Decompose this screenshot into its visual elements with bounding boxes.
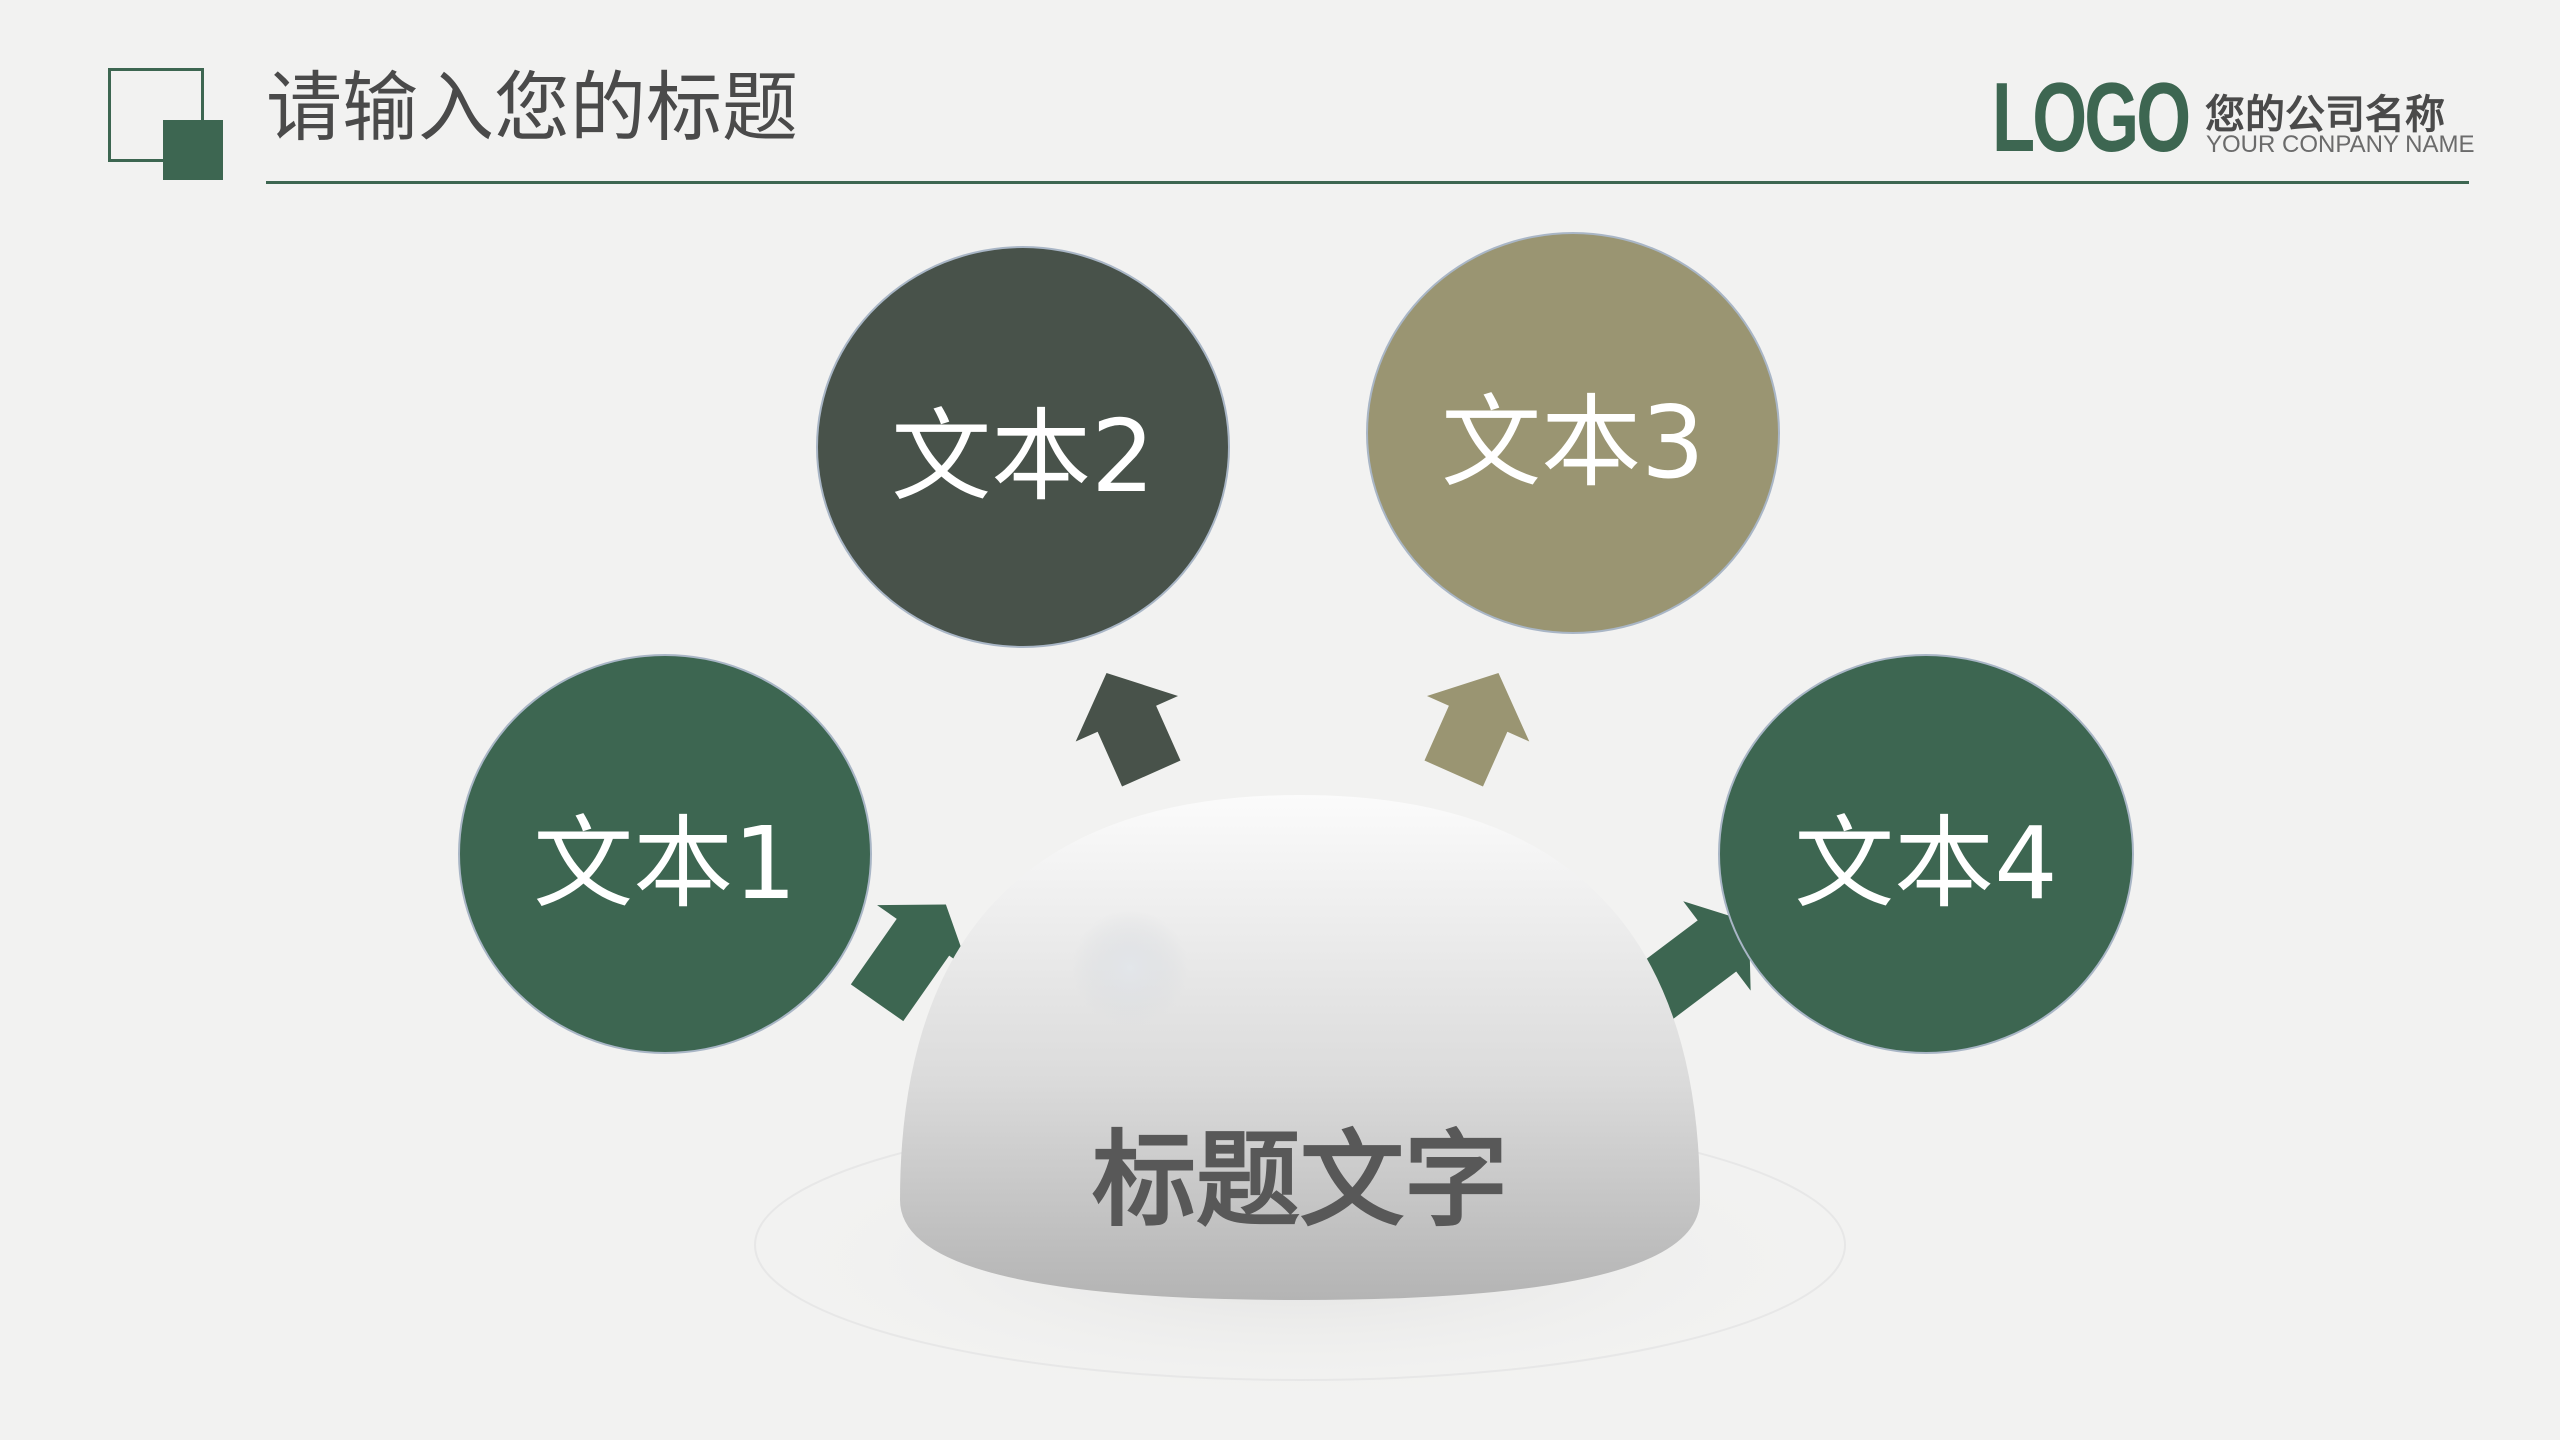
node-label: 文本4 bbox=[1794, 804, 2058, 922]
arrow-to-text1 bbox=[850, 904, 969, 1022]
header-divider bbox=[266, 181, 2469, 184]
corner-filled-square bbox=[163, 120, 223, 180]
node-label: 文本3 bbox=[1441, 383, 1705, 501]
arrow-to-text3 bbox=[1424, 673, 1530, 787]
company-name-en: YOUR CONPANY NAME bbox=[2206, 131, 2475, 158]
node-label: 文本1 bbox=[533, 804, 797, 922]
node-text2[interactable]: 文本2 bbox=[816, 246, 1230, 648]
node-text4[interactable]: 文本4 bbox=[1718, 654, 2134, 1054]
node-text1[interactable]: 文本1 bbox=[458, 654, 872, 1054]
node-text3[interactable]: 文本3 bbox=[1366, 232, 1780, 634]
logo: LOGO bbox=[1992, 62, 2191, 172]
corner-outline-square bbox=[108, 68, 204, 162]
node-label: 文本2 bbox=[891, 397, 1155, 515]
center-title[interactable]: 标题文字 bbox=[1091, 1119, 1508, 1241]
arrow-to-text4 bbox=[1633, 901, 1751, 1020]
dome-highlight bbox=[1072, 910, 1188, 1026]
page-title[interactable]: 请输入您的标题 bbox=[266, 63, 798, 152]
company-name-cn: 您的公司名称 bbox=[2205, 92, 2445, 138]
arrow-to-text2 bbox=[1075, 673, 1181, 787]
